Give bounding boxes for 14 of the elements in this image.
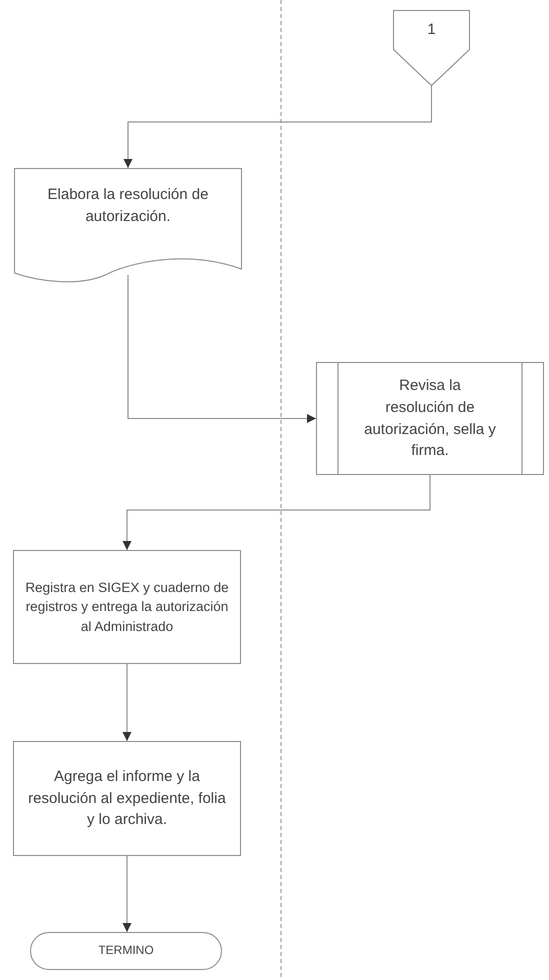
process-box bbox=[13, 741, 241, 856]
step-text: 1 bbox=[427, 20, 436, 40]
process-box bbox=[13, 550, 241, 664]
step-text: TERMINO bbox=[98, 942, 154, 960]
step-text: Revisa la resolución de autorización, sella y firma. bbox=[364, 376, 496, 462]
step-text: Elabora la resolución de autorización. bbox=[46, 185, 210, 227]
step-text: Registra en SIGEX y cuaderno de registros y entrega la autorización al Administrado bbox=[24, 578, 230, 636]
arrow bbox=[128, 274, 316, 423]
arrow bbox=[124, 86, 432, 168]
terminator-shape bbox=[30, 932, 222, 970]
arrow bbox=[122, 474, 430, 550]
step-text: Agrega el informe y la resolución al expediente, folia y lo archiva. bbox=[27, 766, 227, 830]
arrow bbox=[122, 856, 132, 932]
arrow bbox=[122, 664, 132, 742]
